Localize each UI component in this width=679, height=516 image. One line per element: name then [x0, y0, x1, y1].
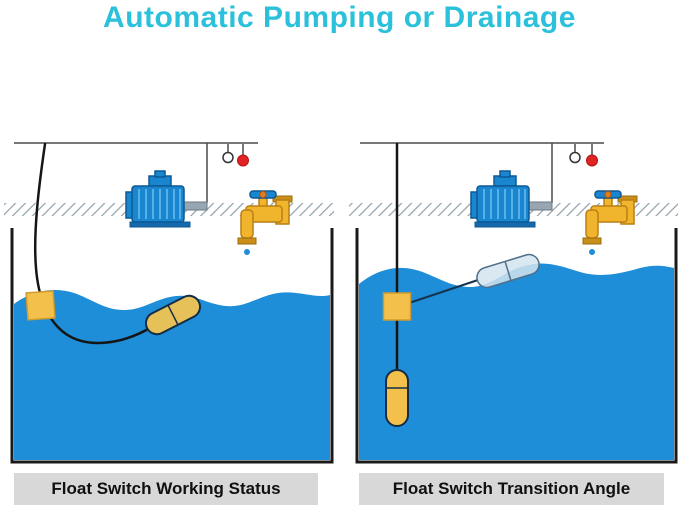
float-switch-vertical-icon	[385, 369, 409, 427]
page-title: Automatic Pumping or Drainage	[103, 1, 576, 34]
tank-outline	[355, 228, 678, 464]
faucet-handle-dot	[259, 190, 267, 199]
panel-transition-angle	[349, 142, 678, 464]
indicator-light-red	[237, 154, 249, 167]
pump-motor-icon	[470, 170, 553, 228]
faucet-spout	[585, 209, 599, 239]
float-switch-ghost-icon	[476, 253, 540, 289]
float-switch-icon	[144, 294, 202, 336]
motor-fins	[483, 189, 526, 219]
water-drop-icon	[589, 249, 595, 255]
faucet-spout	[240, 209, 254, 239]
cable-weight-float	[25, 290, 56, 321]
water-drop-icon	[244, 249, 250, 255]
motor-shaft	[183, 201, 208, 211]
transition-angle-line	[399, 279, 479, 307]
faucet-spout-rim	[582, 237, 602, 245]
indicator-light-white	[222, 151, 234, 164]
float-switch-seam	[167, 304, 179, 326]
tank-outline	[10, 228, 334, 464]
tank-water	[14, 290, 330, 460]
motor-fins	[138, 189, 181, 219]
motor-shaft	[528, 201, 553, 211]
motor-knob	[499, 170, 511, 178]
faucet-icon	[582, 190, 638, 255]
vertical-float-body	[385, 369, 409, 427]
faucet-handle-dot	[604, 190, 612, 199]
tank-water	[359, 263, 674, 460]
pump-motor-icon	[125, 170, 208, 228]
panel-working-status	[4, 142, 334, 464]
caption-transition-angle: Float Switch Transition Angle	[359, 473, 664, 505]
rod-pivot-float	[382, 292, 412, 321]
faucet-spout-rim	[237, 237, 257, 245]
indicator-light-white	[569, 151, 581, 164]
ghost-float-seam	[504, 261, 512, 281]
faucet-icon	[237, 190, 293, 255]
caption-working-status: Float Switch Working Status	[14, 473, 318, 505]
indicator-light-red	[586, 154, 598, 167]
motor-knob	[154, 170, 166, 178]
